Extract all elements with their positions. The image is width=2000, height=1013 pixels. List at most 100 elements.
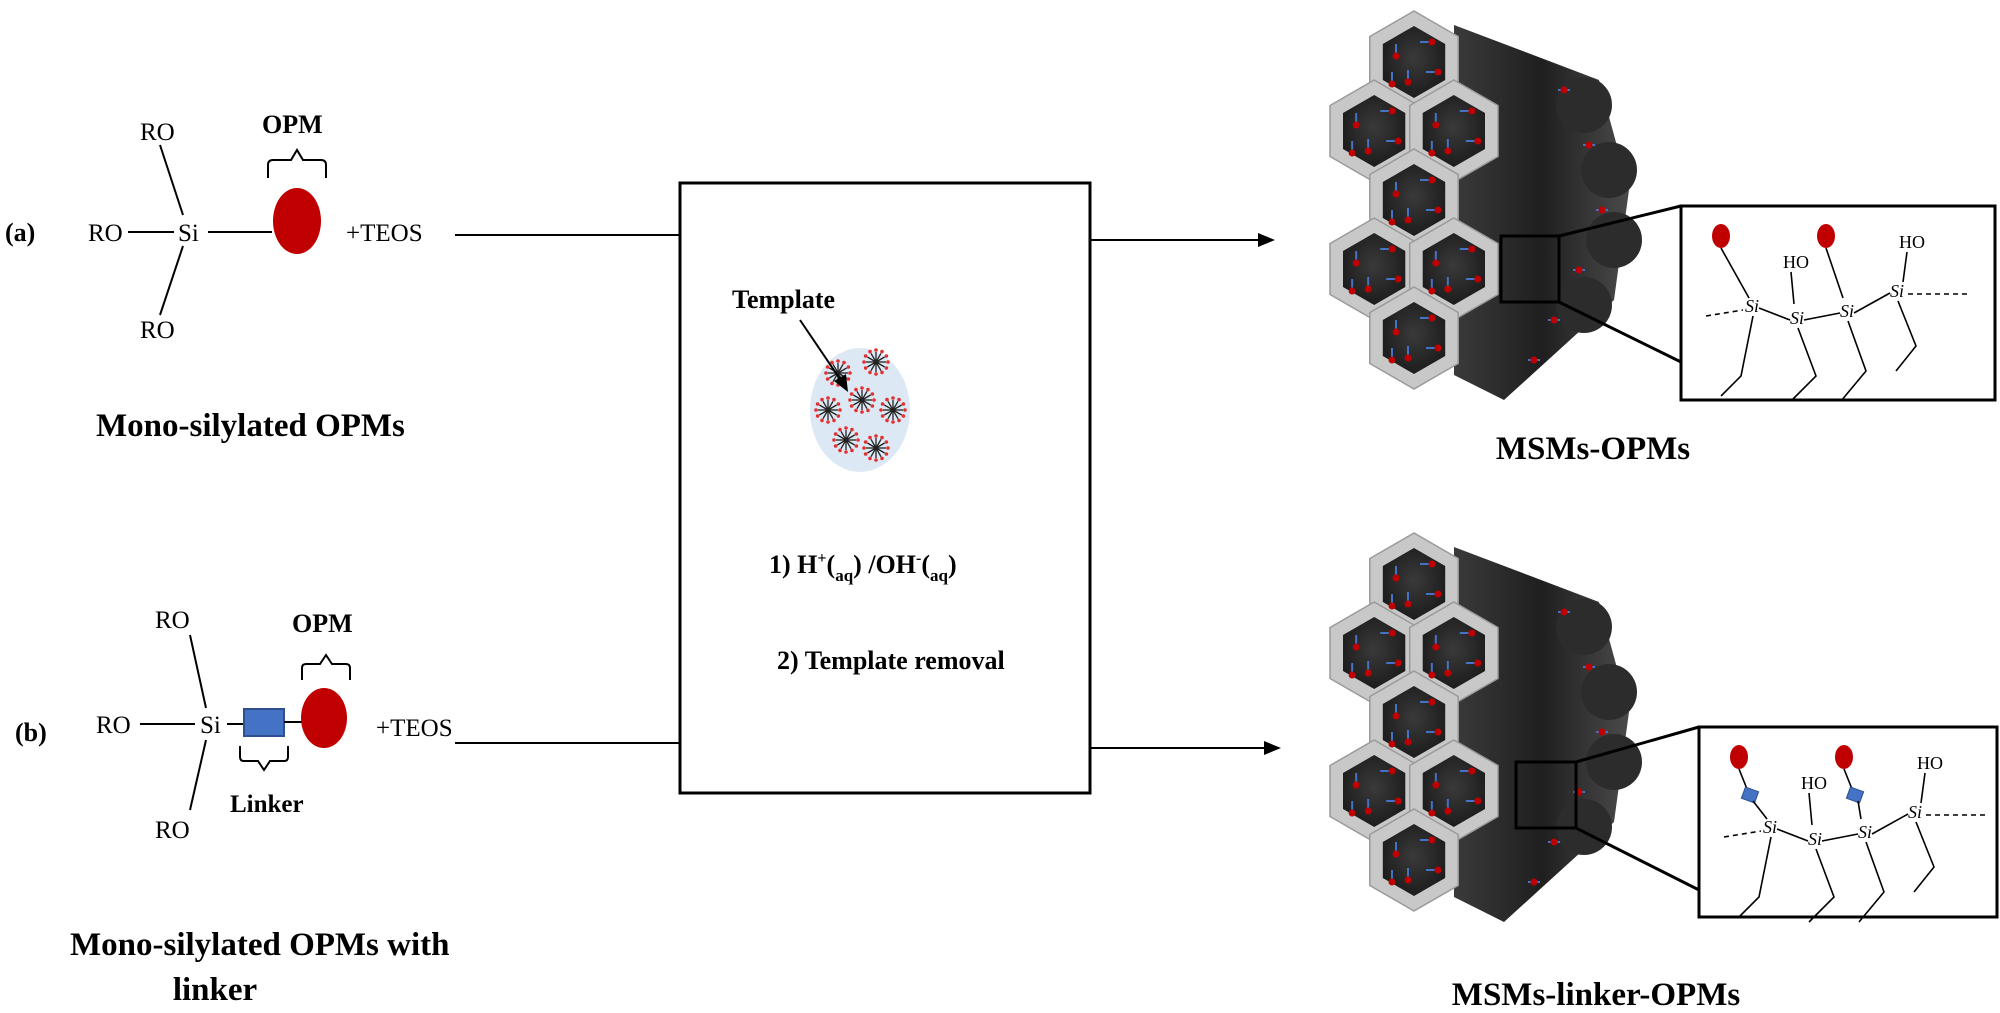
surfactant-head — [836, 359, 840, 363]
surfactant-head — [846, 377, 851, 381]
surfactant-head — [830, 381, 834, 386]
inset-alkoxy — [1895, 300, 1917, 372]
teos-label-b: +TEOS — [376, 715, 453, 742]
surfactant-head — [874, 372, 878, 376]
pore-opm-dot — [1468, 107, 1476, 115]
surfactant-tail — [845, 439, 852, 449]
surfactant-tail — [892, 404, 902, 411]
inset-ho-bond — [1902, 251, 1908, 283]
surfactant-head — [825, 365, 830, 369]
surfactant-head — [885, 397, 889, 402]
pore-opm-dot — [1352, 781, 1360, 789]
surfactant-head — [848, 398, 852, 402]
caption-a: Mono-silylated OPMs — [96, 408, 405, 444]
surfactant-head — [854, 444, 859, 448]
surfactant-head — [856, 438, 860, 442]
pore-opm-dot — [1392, 712, 1400, 720]
surfactant-tail — [840, 431, 847, 441]
pore-opm-dot — [1348, 671, 1356, 679]
surfactant-head — [862, 446, 866, 450]
surfactant-head — [838, 427, 842, 432]
surfactant-tail — [827, 401, 834, 411]
surfactant-head — [880, 370, 884, 375]
opm-brace — [267, 148, 327, 178]
micelle — [879, 396, 907, 424]
surfactant-tail — [875, 361, 885, 368]
surfactant-tail — [845, 431, 852, 441]
surfactant-head — [880, 414, 885, 418]
inset-alkoxy — [1720, 315, 1754, 397]
inset-opm-bond — [1825, 247, 1844, 299]
msm-b-particle — [1329, 532, 1642, 922]
surfactant-head — [850, 448, 854, 453]
flow-connectors — [455, 233, 1281, 755]
surfactant-head — [815, 414, 820, 418]
surfactant-head — [833, 432, 838, 436]
surfactant-head — [854, 387, 858, 392]
inset-alkoxy — [1808, 848, 1835, 923]
surfactant-head — [880, 456, 884, 461]
tube-opm-dot — [1575, 266, 1583, 274]
surfactant-tail — [884, 404, 894, 411]
surfactant-head — [814, 408, 818, 412]
surfactant-tail — [837, 364, 844, 374]
surfactant-tail — [875, 442, 885, 449]
tube-opm-dot — [1598, 728, 1606, 736]
process-frame — [678, 181, 1092, 795]
linker-rect — [243, 708, 285, 737]
pore-opm-dot — [1404, 354, 1412, 362]
pore-opm-dot — [1388, 767, 1396, 775]
surfactant-head — [820, 418, 824, 423]
pore-opm-dot — [1434, 728, 1442, 736]
tube-opm-dot — [1550, 316, 1558, 324]
surfactant-tail — [892, 401, 899, 411]
surfactant-tail — [875, 361, 882, 371]
pore-opm-dot — [1388, 107, 1396, 115]
pore-opm-dot — [1444, 807, 1452, 815]
process-box: Template 1) H+(aq) /OH-(aq) 2) Template … — [678, 181, 1092, 795]
surfactant-tail — [822, 409, 829, 419]
surfactant-tail — [822, 401, 829, 411]
surfactant-tail — [853, 399, 863, 406]
surfactant-head — [832, 397, 836, 402]
tube-opm-dot — [1585, 663, 1593, 671]
pore-opm-dot — [1468, 767, 1476, 775]
surfactant-head — [868, 456, 872, 461]
inset-alkoxy — [1858, 841, 1885, 923]
surfactant-tail — [875, 353, 882, 363]
inset-alkoxy — [1738, 836, 1772, 918]
caption-msm-a: MSMs-OPMs — [1496, 431, 1690, 467]
pore-opm-dot — [1388, 245, 1396, 253]
opm-circle — [273, 188, 321, 254]
step-1: 1) H+(aq) /OH-(aq) — [769, 550, 957, 585]
pore-opm-dot — [1348, 149, 1356, 157]
inset-si-label: Si — [1808, 829, 1822, 849]
pore-opm-dot — [1474, 137, 1482, 145]
surfactant-tail — [840, 439, 847, 449]
pore-opm-dot — [1474, 659, 1482, 667]
pore-opm-dot — [1434, 344, 1442, 352]
surfactant-head — [880, 435, 884, 440]
inset-si-label: Si — [1763, 817, 1777, 837]
pore-opm-dot — [1428, 287, 1436, 295]
surfactant-head — [884, 366, 889, 370]
surfactant-tail — [832, 364, 839, 374]
surfactant-head — [820, 397, 824, 402]
surfactant-head — [870, 404, 875, 408]
surfactant-head — [850, 427, 854, 432]
inset-ho-bond — [1920, 772, 1926, 804]
surfactant-tail — [827, 409, 837, 416]
pore-opm-dot — [1364, 285, 1372, 293]
surfactant-tail — [870, 447, 877, 457]
inset-opm-dot — [1712, 224, 1730, 248]
surfactant-tail — [875, 439, 882, 449]
micelle — [862, 348, 890, 376]
surfactant-head — [854, 432, 859, 436]
inset-alkoxy — [1790, 327, 1817, 402]
panel-b: (b) RO RO RO Si OPM Linker +TEOS Mono-si… — [15, 607, 453, 1008]
surfactant-tail — [875, 356, 885, 363]
pore-opm-dot — [1392, 190, 1400, 198]
surfactant-head — [891, 420, 895, 424]
